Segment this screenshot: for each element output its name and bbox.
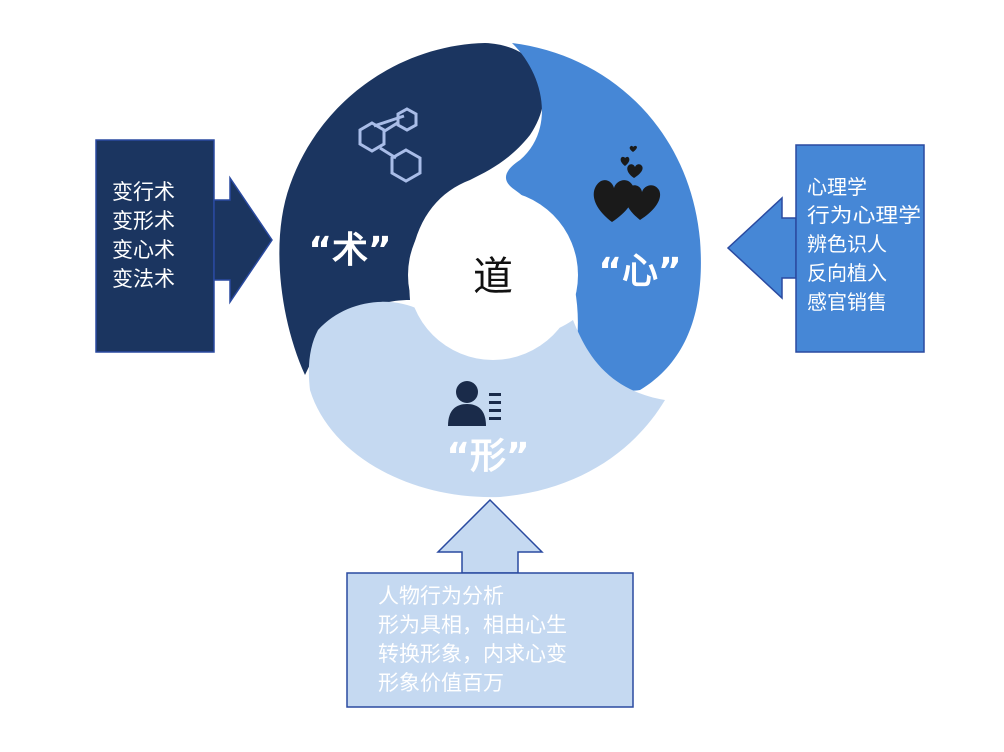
bottom-info-box (346, 572, 634, 708)
bottom-arrow (436, 498, 544, 574)
bottom-line: 形象价值百万 (378, 671, 504, 695)
left-line: 变心术 (112, 238, 175, 262)
segment-label-xing: “形” (446, 436, 529, 477)
left-info-lines: 变行术 变形术 变心术 变法术 (112, 180, 175, 291)
left-arrow (213, 175, 273, 305)
person-list-icon (448, 381, 501, 426)
network-hexagon-icon (358, 107, 422, 183)
segment-xing (308, 301, 665, 498)
left-line: 变形术 (112, 209, 175, 233)
bottom-info-lines: 人物行为分析 形为具相，相由心生 转换形象，内求心变 形象价值百万 (378, 584, 567, 695)
center-circle (408, 190, 578, 360)
right-info-lines: 心理学 行为心理学 辨色识人 反向植入 感官销售 (807, 175, 921, 314)
bottom-line: 人物行为分析 (378, 584, 504, 608)
right-arrow (726, 196, 797, 300)
segment-label-xin: “心” (598, 251, 681, 292)
right-line: 行为心理学 (807, 203, 921, 227)
left-line: 变行术 (112, 180, 175, 204)
segment-shu (279, 43, 544, 375)
left-info-box (95, 139, 215, 353)
right-line: 感官销售 (807, 290, 887, 314)
bottom-line: 转换形象，内求心变 (378, 642, 567, 666)
center-label: 道 (473, 254, 513, 300)
hearts-icon (593, 145, 661, 222)
right-line: 心理学 (807, 175, 867, 199)
bottom-line: 形为具相，相由心生 (378, 613, 567, 637)
right-line: 辨色识人 (807, 232, 887, 256)
right-info-box (795, 144, 925, 353)
left-line: 变法术 (112, 267, 175, 291)
segment-xin (505, 43, 701, 391)
segment-label-shu: “术” (308, 230, 391, 271)
right-line: 反向植入 (807, 261, 887, 285)
